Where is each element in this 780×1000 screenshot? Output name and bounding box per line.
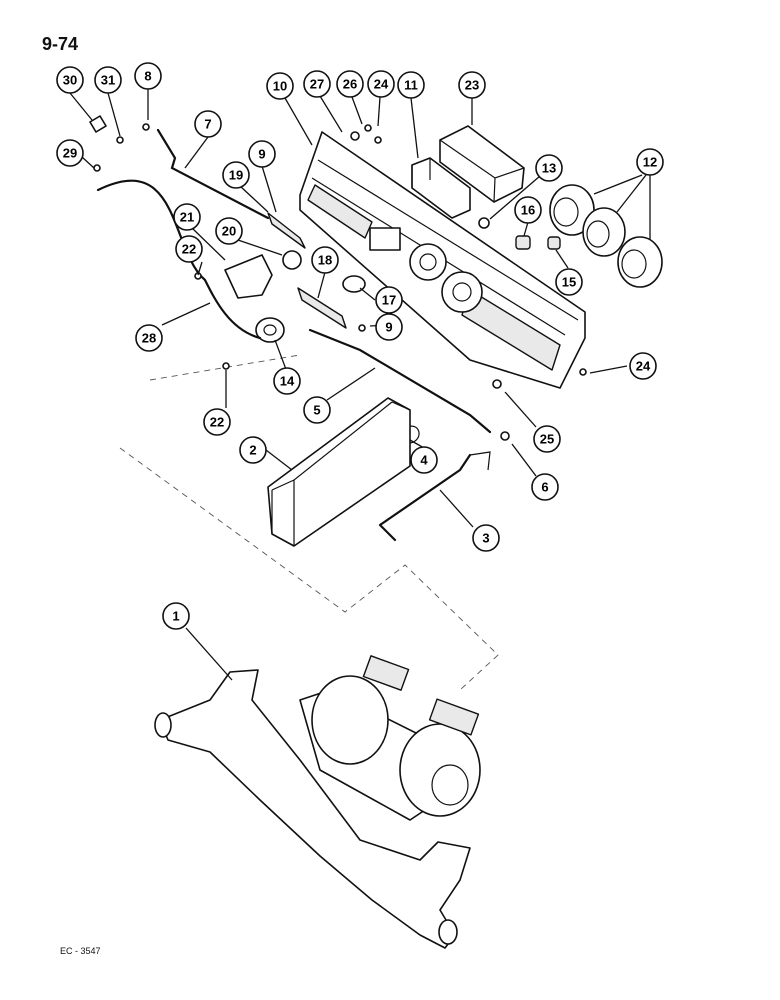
callout-12: 12: [636, 148, 664, 176]
svg-text:3: 3: [482, 531, 489, 546]
svg-text:24: 24: [374, 77, 389, 92]
svg-text:8: 8: [144, 69, 151, 84]
callout-29: 29: [56, 139, 84, 167]
callout-3: 3: [472, 524, 500, 552]
svg-text:1: 1: [172, 609, 179, 624]
svg-text:9: 9: [258, 147, 265, 162]
callout-leaders: [69, 89, 651, 681]
callout-9-upper: 9: [248, 140, 276, 168]
duct-11: [411, 157, 471, 219]
callout-15: 15: [555, 268, 583, 296]
callout-24-top: 24: [367, 70, 395, 98]
svg-text:12: 12: [643, 155, 657, 170]
callout-4: 4: [410, 446, 438, 474]
callout-1: 1: [162, 602, 190, 630]
svg-text:27: 27: [310, 77, 324, 92]
svg-text:5: 5: [313, 403, 320, 418]
callout-6: 6: [531, 473, 559, 501]
control-parts: [224, 212, 347, 343]
svg-text:18: 18: [318, 253, 332, 268]
callout-25: 25: [533, 425, 561, 453]
callout-20: 20: [215, 217, 243, 245]
svg-text:22: 22: [182, 242, 196, 257]
callout-26: 26: [336, 70, 364, 98]
callout-10: 10: [266, 72, 294, 100]
fasteners: [89, 115, 587, 441]
callout-11: 11: [397, 71, 425, 99]
svg-text:13: 13: [542, 161, 556, 176]
svg-text:31: 31: [101, 73, 115, 88]
callout-9-lower: 9: [375, 313, 403, 341]
svg-text:29: 29: [63, 146, 77, 161]
svg-text:23: 23: [465, 78, 479, 93]
blower-housing-1: [154, 655, 481, 949]
svg-text:20: 20: [222, 224, 236, 239]
svg-text:7: 7: [204, 117, 211, 132]
callout-14: 14: [273, 367, 301, 395]
callout-27: 27: [303, 70, 331, 98]
svg-text:16: 16: [521, 203, 535, 218]
svg-text:2: 2: [249, 443, 256, 458]
callout-31: 31: [94, 66, 122, 94]
knobs: [342, 217, 561, 293]
callout-2: 2: [239, 436, 267, 464]
callout-8: 8: [134, 62, 162, 90]
svg-text:30: 30: [63, 73, 77, 88]
svg-text:6: 6: [541, 480, 548, 495]
callout-30: 30: [56, 66, 84, 94]
svg-text:28: 28: [142, 331, 156, 346]
svg-text:24: 24: [636, 359, 651, 374]
svg-text:26: 26: [343, 77, 357, 92]
svg-text:19: 19: [229, 168, 243, 183]
document-code: EC - 3547: [60, 946, 101, 956]
air-vents-12: [549, 184, 663, 288]
duct-23: [439, 125, 525, 203]
callout-13: 13: [535, 154, 563, 182]
svg-text:17: 17: [382, 293, 396, 308]
callout-16: 16: [514, 196, 542, 224]
svg-text:10: 10: [273, 79, 287, 94]
air-panel: [299, 131, 586, 389]
svg-text:11: 11: [404, 78, 418, 93]
assembly-guide-lines: [119, 354, 499, 691]
callout-22-upper: 22: [175, 235, 203, 263]
svg-text:21: 21: [180, 210, 194, 225]
control-rods: [96, 128, 492, 542]
svg-text:4: 4: [420, 453, 428, 468]
svg-text:15: 15: [562, 275, 576, 290]
page-number: 9-74: [42, 34, 79, 54]
svg-text:22: 22: [210, 415, 224, 430]
filter-2: [267, 397, 411, 547]
svg-text:9: 9: [385, 320, 392, 335]
callout-17: 17: [375, 286, 403, 314]
callout-23: 23: [458, 71, 486, 99]
callout-21: 21: [173, 203, 201, 231]
callout-28: 28: [135, 324, 163, 352]
callout-5: 5: [303, 396, 331, 424]
callout-7: 7: [194, 110, 222, 138]
svg-text:25: 25: [540, 432, 554, 447]
callout-24-right: 24: [629, 352, 657, 380]
svg-text:14: 14: [280, 374, 295, 389]
callout-18: 18: [311, 246, 339, 274]
callout-19: 19: [222, 161, 250, 189]
callout-22-lower: 22: [203, 408, 231, 436]
